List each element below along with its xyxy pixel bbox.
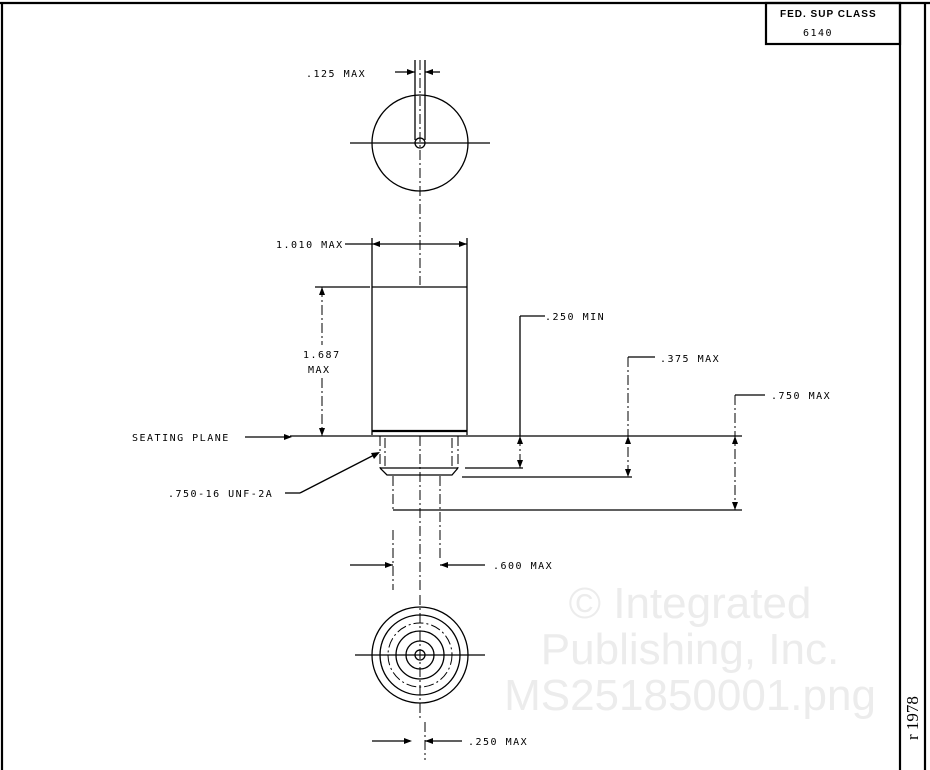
top-view: .125 MAX bbox=[306, 60, 490, 285]
dim-body-height: 1.687 bbox=[303, 350, 341, 361]
dim-250-min: .250 MIN bbox=[545, 312, 605, 323]
label-seating-plane: SEATING PLANE bbox=[132, 433, 230, 444]
side-view: 1.010 MAX 1.687 MAX SEATING PLANE .750-1… bbox=[132, 238, 831, 590]
title-block-heading: FED. SUP CLASS bbox=[780, 9, 877, 20]
dim-750-max: .750 MAX bbox=[771, 391, 831, 402]
watermark-line-1: © Integrated bbox=[569, 579, 812, 628]
title-block-value: 6140 bbox=[803, 28, 833, 39]
watermark-line-3: MS251850001.png bbox=[504, 671, 876, 720]
dim-pin-width: .125 MAX bbox=[306, 69, 366, 80]
dim-body-diameter: 1.010 MAX bbox=[276, 240, 344, 251]
watermark: © Integrated Publishing, Inc. MS25185000… bbox=[504, 579, 876, 720]
watermark-line-2: Publishing, Inc. bbox=[541, 625, 839, 674]
dim-body-height-suffix: MAX bbox=[308, 365, 331, 376]
label-thread-spec: .750-16 UNF-2A bbox=[168, 489, 273, 500]
bottom-view: .250 MAX bbox=[355, 595, 528, 760]
dim-375-max: .375 MAX bbox=[660, 354, 720, 365]
side-note: r 1978 bbox=[903, 696, 922, 740]
dim-250-max: .250 MAX bbox=[468, 737, 528, 748]
title-block: FED. SUP CLASS 6140 bbox=[764, 1, 902, 46]
dim-600-max: .600 MAX bbox=[493, 561, 553, 572]
